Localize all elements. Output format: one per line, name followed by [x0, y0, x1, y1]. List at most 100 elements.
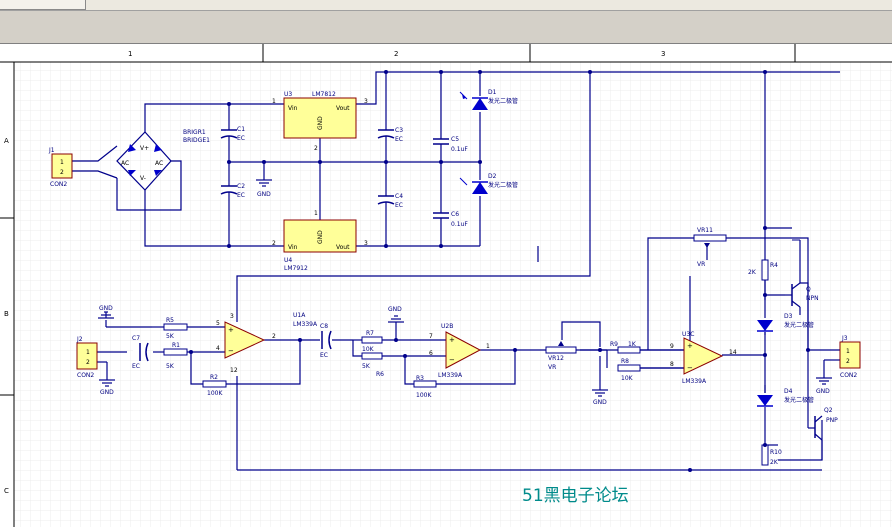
r10-ref: R10	[770, 449, 782, 456]
bridge-rectifier[interactable]: AC AC V+ V- BRIGR1 BRIDGE1	[116, 129, 210, 191]
c4-ref: C4	[395, 193, 403, 200]
u3-vin: Vin	[288, 105, 298, 112]
resistor-r9[interactable]: R9 1K	[610, 341, 641, 354]
led-d1[interactable]: D1 发光二极管	[459, 89, 518, 112]
zone-col-1: 1	[128, 50, 132, 58]
j2-ref: J2	[76, 336, 83, 343]
u4-pin1: 1	[314, 210, 318, 217]
resistor-r6[interactable]: 5K R6	[361, 352, 384, 378]
resistor-r5[interactable]: R5 5K	[163, 317, 188, 340]
ground-label-2: GND	[99, 305, 113, 312]
r7-ref: R7	[366, 330, 374, 337]
capacitor-c6[interactable]: C6 0.1uF	[433, 211, 468, 228]
zone-row-c: C	[4, 487, 9, 495]
resistor-r3[interactable]: R3 100K	[413, 375, 437, 399]
u4-gnd: GND	[317, 230, 324, 244]
d1-val: 发光二极管	[488, 97, 518, 105]
ground-symbol-6	[816, 377, 832, 385]
ground-label-4: GND	[388, 306, 402, 313]
u4-pin2: 2	[272, 240, 276, 247]
u3-part: LM7812	[312, 91, 336, 98]
potentiometer-vr11[interactable]: VR11 VR	[693, 227, 727, 268]
capacitor-c8[interactable]: C8 EC	[320, 323, 332, 359]
d2-val: 发光二极管	[488, 181, 518, 189]
zone-row-a: A	[4, 137, 9, 145]
led-d2[interactable]: D2 发光二极管	[459, 173, 518, 196]
u2b-part: LM339A	[438, 372, 463, 379]
connector-j1[interactable]: J1 1 2 CON2	[48, 147, 73, 188]
c5-ref: C5	[451, 136, 459, 143]
u1a-plus: +	[228, 326, 234, 334]
capacitor-c4[interactable]: C4 EC	[377, 193, 403, 209]
ground-label-3: GND	[100, 389, 114, 396]
c2-ref: C2	[237, 183, 245, 190]
zone-col-3: 3	[661, 50, 665, 58]
regulator-u4[interactable]: Vin Vout GND 1 2 3 U4 LM7912	[272, 210, 368, 272]
transistor-q2-pnp[interactable]: Q2 PNP	[808, 407, 838, 460]
c7-ref: C7	[132, 335, 140, 342]
r9-val: 1K	[628, 341, 637, 348]
comparator-u3c[interactable]: + − 9 8 14 U3C LM339A	[670, 331, 737, 385]
u4-pin3: 3	[364, 240, 368, 247]
resistor-r2[interactable]: R2 100K	[202, 374, 227, 397]
schematic-sheet: 1 2 3 A B C	[0, 44, 892, 527]
q2-type: PNP	[826, 417, 838, 424]
d4-val: 发光二极管	[784, 396, 814, 404]
ground-symbol-5	[592, 389, 608, 397]
resistor-r8[interactable]: R8 10K	[617, 358, 641, 382]
j3-type: CON2	[840, 372, 857, 379]
bridge-plus: V+	[140, 145, 149, 152]
comparator-u1a[interactable]: + − 5 4 2 3 12 U1A LM339A	[216, 312, 318, 374]
capacitor-c2[interactable]: C2 EC	[220, 183, 245, 199]
j3-pin1: 2	[846, 358, 850, 365]
u2b-pin7: 7	[429, 333, 433, 340]
u3-gnd: GND	[317, 116, 324, 130]
bridge-ac1: AC	[121, 160, 129, 167]
resistor-r4[interactable]: R4 2K	[748, 259, 778, 281]
u2b-pin1: 1	[486, 343, 490, 350]
capacitor-c1[interactable]: C1 EC	[220, 126, 245, 142]
bridge-ref1: BRIGR1	[183, 129, 206, 136]
bridge-ref2: BRIDGE1	[183, 137, 210, 144]
u4-vout: Vout	[336, 244, 350, 251]
u3-vout: Vout	[336, 105, 350, 112]
comparator-u2b[interactable]: + − 7 6 1 U2B LM339A	[429, 323, 490, 379]
document-tab[interactable]	[0, 0, 86, 10]
regulator-u3[interactable]: U3 LM7812 Vin Vout GND 1 3 2	[272, 91, 368, 152]
capacitor-c3[interactable]: C3 EC	[377, 127, 403, 143]
ground-label-5: GND	[593, 399, 607, 406]
vr11-ref: VR11	[697, 227, 713, 234]
u1a-pin5: 5	[216, 320, 220, 327]
r7-val: 10K	[362, 346, 375, 353]
r9-ref: R9	[610, 341, 618, 348]
zone-border	[0, 44, 892, 527]
u3-ref: U3	[284, 91, 292, 98]
resistor-r1[interactable]: R1 5K	[163, 342, 188, 370]
r3-ref: R3	[416, 375, 424, 382]
capacitor-c5[interactable]: C5 0.1uF	[433, 136, 468, 153]
r10-val: 2K	[770, 459, 779, 466]
r5-val: 5K	[166, 333, 175, 340]
capacitor-c7[interactable]: C7 EC	[132, 335, 149, 370]
c3-val: EC	[395, 136, 403, 143]
q-ref: Q	[806, 286, 811, 293]
resistor-r7[interactable]: R7 10K	[361, 330, 383, 353]
j2-pin1: 1	[86, 349, 90, 356]
u3c-pin8: 8	[670, 361, 674, 368]
r6-val: 5K	[362, 363, 371, 370]
u3c-pin9: 9	[670, 343, 674, 350]
led-d4[interactable]: D4 发光二极管	[757, 388, 814, 407]
toolbar	[0, 0, 892, 44]
u3c-pin14: 14	[729, 349, 737, 356]
u1a-pin3: 3	[230, 313, 234, 320]
connector-j2[interactable]: J2 1 2 CON2	[76, 336, 98, 379]
u2b-minus: −	[449, 356, 455, 364]
connector-j3[interactable]: J3 1 2 CON2	[839, 335, 861, 379]
potentiometer-vr12[interactable]: VR12 VR	[545, 341, 577, 371]
d3-val: 发光二极管	[784, 321, 814, 329]
r8-val: 10K	[621, 375, 634, 382]
transistor-q-npn[interactable]: Q NPN	[785, 239, 819, 315]
r8-ref: R8	[621, 358, 629, 365]
u3c-ref: U3C	[682, 331, 694, 338]
led-d3[interactable]: D3 发光二极管	[757, 313, 814, 332]
